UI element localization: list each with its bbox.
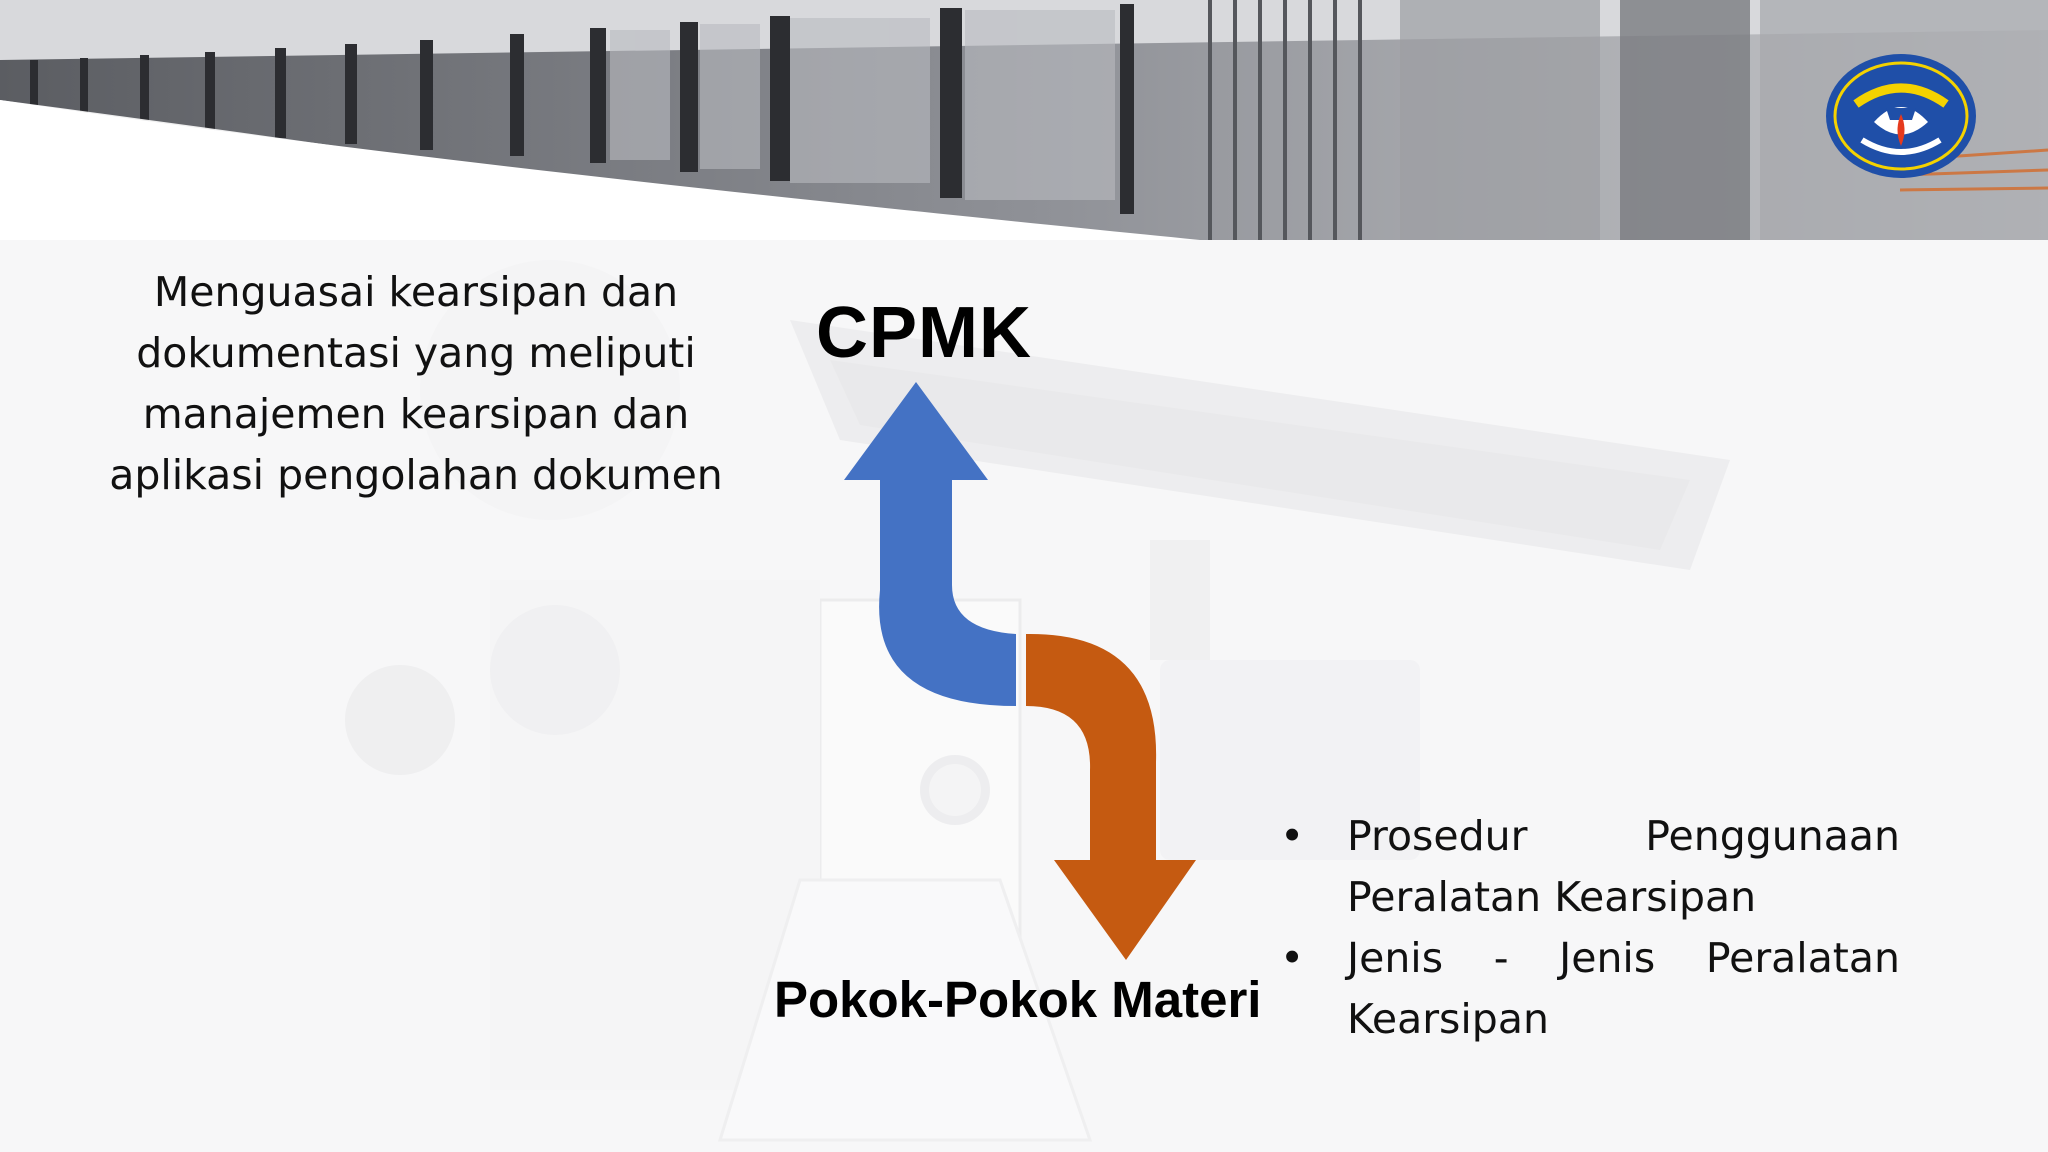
list-item: • Jenis - Jenis Peralatan Kearsipan [1280,928,1900,1050]
list-item: • Prosedur Penggunaan Peralatan Kearsipa… [1280,806,1900,928]
bullet-icon: • [1280,812,1305,860]
materi-item-text: Jenis - Jenis Peralatan Kearsipan [1347,934,1900,1043]
tut-wuri-handayani-logo [1824,52,1978,180]
materi-list: • Prosedur Penggunaan Peralatan Kearsipa… [1280,806,1900,1050]
cpmk-description: Menguasai kearsipan dan dokumentasi yang… [109,268,723,499]
materi-item-text: Prosedur Penggunaan Peralatan Kearsipan [1347,812,1900,921]
header-photo-server-racks [0,0,2048,240]
tut-wuri-handayani-logo-icon [1826,54,1976,178]
bidirectional-curved-arrows [844,382,1196,960]
desk-background-image [0,240,2048,1152]
cpmk-title: CPMK [816,293,1032,373]
arrow-down-icon [1026,633,1196,960]
materi-title: Pokok-Pokok Materi [774,971,1262,1028]
bullet-icon: • [1280,934,1305,982]
arrow-up-icon [844,382,1016,706]
